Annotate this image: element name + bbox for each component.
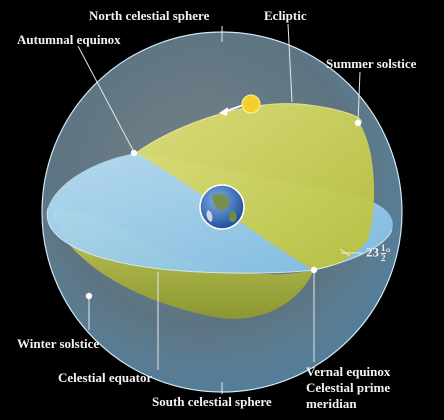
ecliptic-plane-upper: [136, 103, 375, 270]
marker-dots: [85, 119, 362, 300]
label-celestial-equator: Celestial equator: [58, 370, 153, 385]
label-ecliptic: Ecliptic: [264, 8, 307, 23]
label-meridian: meridian: [306, 396, 357, 411]
ecliptic-rim: [135, 103, 362, 154]
label-winter-solstice: Winter solstice: [17, 336, 100, 351]
earth-icon: [199, 184, 245, 230]
label-autumnal-equinox: Autumnal equinox: [17, 32, 121, 47]
tilt-angle-numerator: 1: [381, 243, 386, 253]
label-vernal-equinox: Vernal equinox: [306, 364, 391, 379]
label-summer-solstice: Summer solstice: [326, 56, 417, 71]
label-north-celestial-sphere: North celestial sphere: [89, 8, 210, 23]
label-south-celestial-sphere: South celestial sphere: [152, 394, 272, 409]
tilt-angle-denominator: 2: [381, 253, 386, 263]
tilt-angle-unit: °: [385, 244, 391, 260]
leader-lines: [77, 23, 362, 394]
sun-icon: [241, 94, 261, 114]
equator-rim: [46, 207, 393, 274]
sun-motion-arrow-icon: [219, 104, 244, 116]
tilt-angle-whole: 23: [366, 244, 379, 260]
label-celestial-prime: Celestial prime: [306, 380, 391, 395]
